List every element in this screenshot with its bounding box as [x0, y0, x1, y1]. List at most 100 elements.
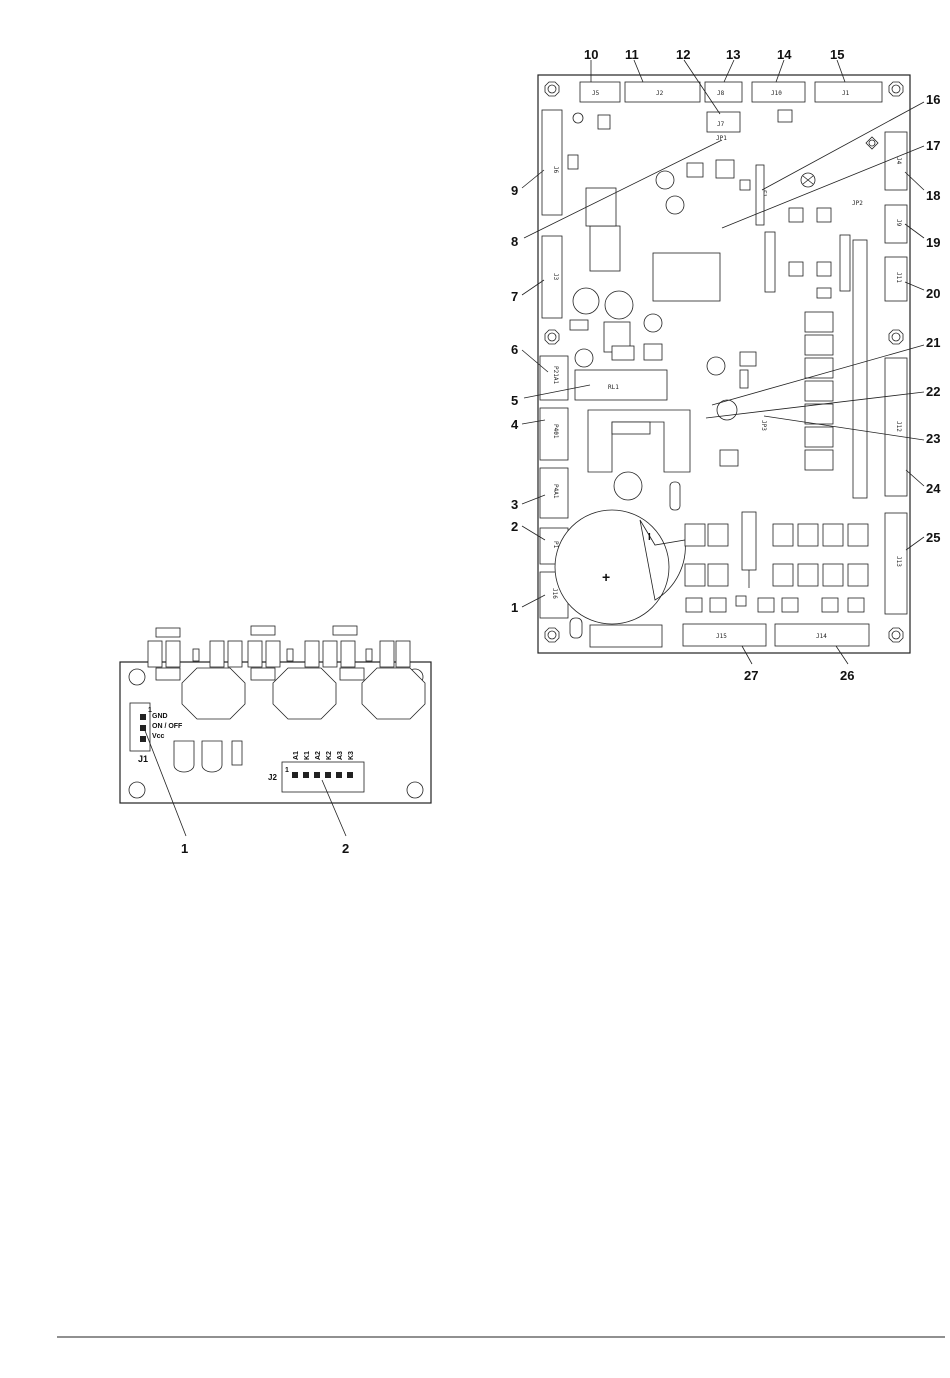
output-relay — [805, 312, 833, 332]
svg-text:12: 12 — [676, 47, 690, 62]
cap-plus-label: + — [602, 569, 610, 585]
electrolytic-capacitor — [605, 291, 633, 319]
svg-text:5: 5 — [511, 393, 518, 408]
component — [778, 110, 792, 122]
electrolytic-capacitor — [575, 349, 593, 367]
j2-pin-a3: A3 — [337, 751, 344, 760]
connector-j1-label: J1 — [138, 754, 148, 764]
j2-pin-a2: A2 — [315, 751, 322, 760]
capacitor — [202, 741, 222, 772]
resistor-pack — [853, 240, 867, 498]
screw-icon — [801, 173, 815, 187]
component — [232, 741, 242, 765]
jumper-jp1-label: JP1 — [716, 135, 727, 142]
connector-j1: J1 — [815, 82, 882, 102]
connector-label: P401 — [552, 424, 559, 439]
svg-text:13: 13 — [726, 47, 740, 62]
svg-text:21: 21 — [926, 335, 940, 350]
connector-label: J5 — [592, 90, 600, 97]
optocoupler — [686, 598, 702, 612]
component — [396, 641, 410, 667]
triac — [685, 524, 705, 546]
connector-p4a1: P4A1 — [540, 468, 568, 518]
component — [740, 370, 748, 388]
component — [670, 482, 680, 510]
svg-text:7: 7 — [511, 289, 518, 304]
svg-text:8: 8 — [511, 234, 518, 249]
capacitor — [174, 741, 194, 772]
optocoupler — [758, 598, 774, 612]
connector-label: J16 — [551, 588, 558, 599]
svg-text:15: 15 — [830, 47, 844, 62]
component — [323, 641, 337, 667]
ic-chip — [817, 208, 831, 222]
component — [287, 649, 293, 661]
connector-j12: J12 — [885, 358, 907, 496]
svg-text:23: 23 — [926, 431, 940, 446]
connector-j9: J9 — [885, 205, 907, 243]
mounting-hole — [407, 782, 423, 798]
j1-pin-gnd: GND — [152, 713, 168, 720]
mounting-hole — [889, 330, 903, 344]
connector-label: J11 — [895, 272, 902, 283]
component — [193, 649, 199, 661]
connector-pin — [347, 772, 353, 778]
resistor — [251, 626, 275, 635]
connector-label: J6 — [552, 166, 559, 174]
connector-pin — [140, 714, 146, 720]
connector-label: J8 — [717, 90, 725, 97]
triac — [773, 564, 793, 586]
optocoupler — [822, 598, 838, 612]
component — [305, 641, 319, 667]
j1-pin-vcc: Vcc — [152, 733, 165, 740]
mounting-hole — [129, 669, 145, 685]
resistor — [340, 668, 364, 680]
processor-chip — [653, 253, 720, 301]
connector-label: J13 — [895, 556, 902, 567]
component — [570, 320, 588, 330]
cap-minus-label: I — [648, 532, 651, 543]
svg-text:16: 16 — [926, 92, 940, 107]
svg-text:1: 1 — [181, 841, 188, 856]
component — [248, 641, 262, 667]
header-strip — [756, 165, 764, 225]
component — [612, 422, 650, 434]
optocoupler — [782, 598, 798, 612]
octagon-component — [273, 668, 336, 719]
component — [210, 641, 224, 667]
output-relay — [805, 450, 833, 470]
relay-label: RL1 — [608, 384, 619, 391]
connector-j2: J2 — [625, 82, 700, 102]
connector-pin — [314, 772, 320, 778]
ic-chip — [716, 160, 734, 178]
connector-pin — [325, 772, 331, 778]
mounting-hole — [889, 82, 903, 96]
connector-pin — [336, 772, 342, 778]
connector-label: J14 — [816, 633, 827, 640]
connector-pin — [292, 772, 298, 778]
output-relay — [805, 381, 833, 401]
crystal-oscillator — [590, 226, 620, 271]
bridge-rectifier — [590, 625, 662, 647]
connector-j11: J11 — [885, 257, 907, 301]
electrolytic-capacitor — [666, 196, 684, 214]
jumper-jp3-label: JP3 — [760, 420, 767, 431]
component — [736, 596, 746, 606]
component — [612, 346, 634, 360]
resistor — [251, 668, 275, 680]
svg-text:27: 27 — [744, 668, 758, 683]
electrolytic-capacitor — [644, 314, 662, 332]
mounting-hole — [545, 82, 559, 96]
ic-chip — [817, 288, 831, 298]
connector-p401: P401 — [540, 408, 568, 460]
connector-j13: J13 — [885, 513, 907, 614]
resistor-pack — [765, 232, 775, 292]
mounting-hole — [889, 628, 903, 642]
connector-label: J12 — [895, 421, 902, 432]
component — [598, 115, 610, 129]
component — [228, 641, 242, 667]
octagon-component — [182, 668, 245, 719]
connector-j8: J8 — [705, 82, 742, 102]
resistor — [156, 668, 180, 680]
svg-text:17: 17 — [926, 138, 940, 153]
